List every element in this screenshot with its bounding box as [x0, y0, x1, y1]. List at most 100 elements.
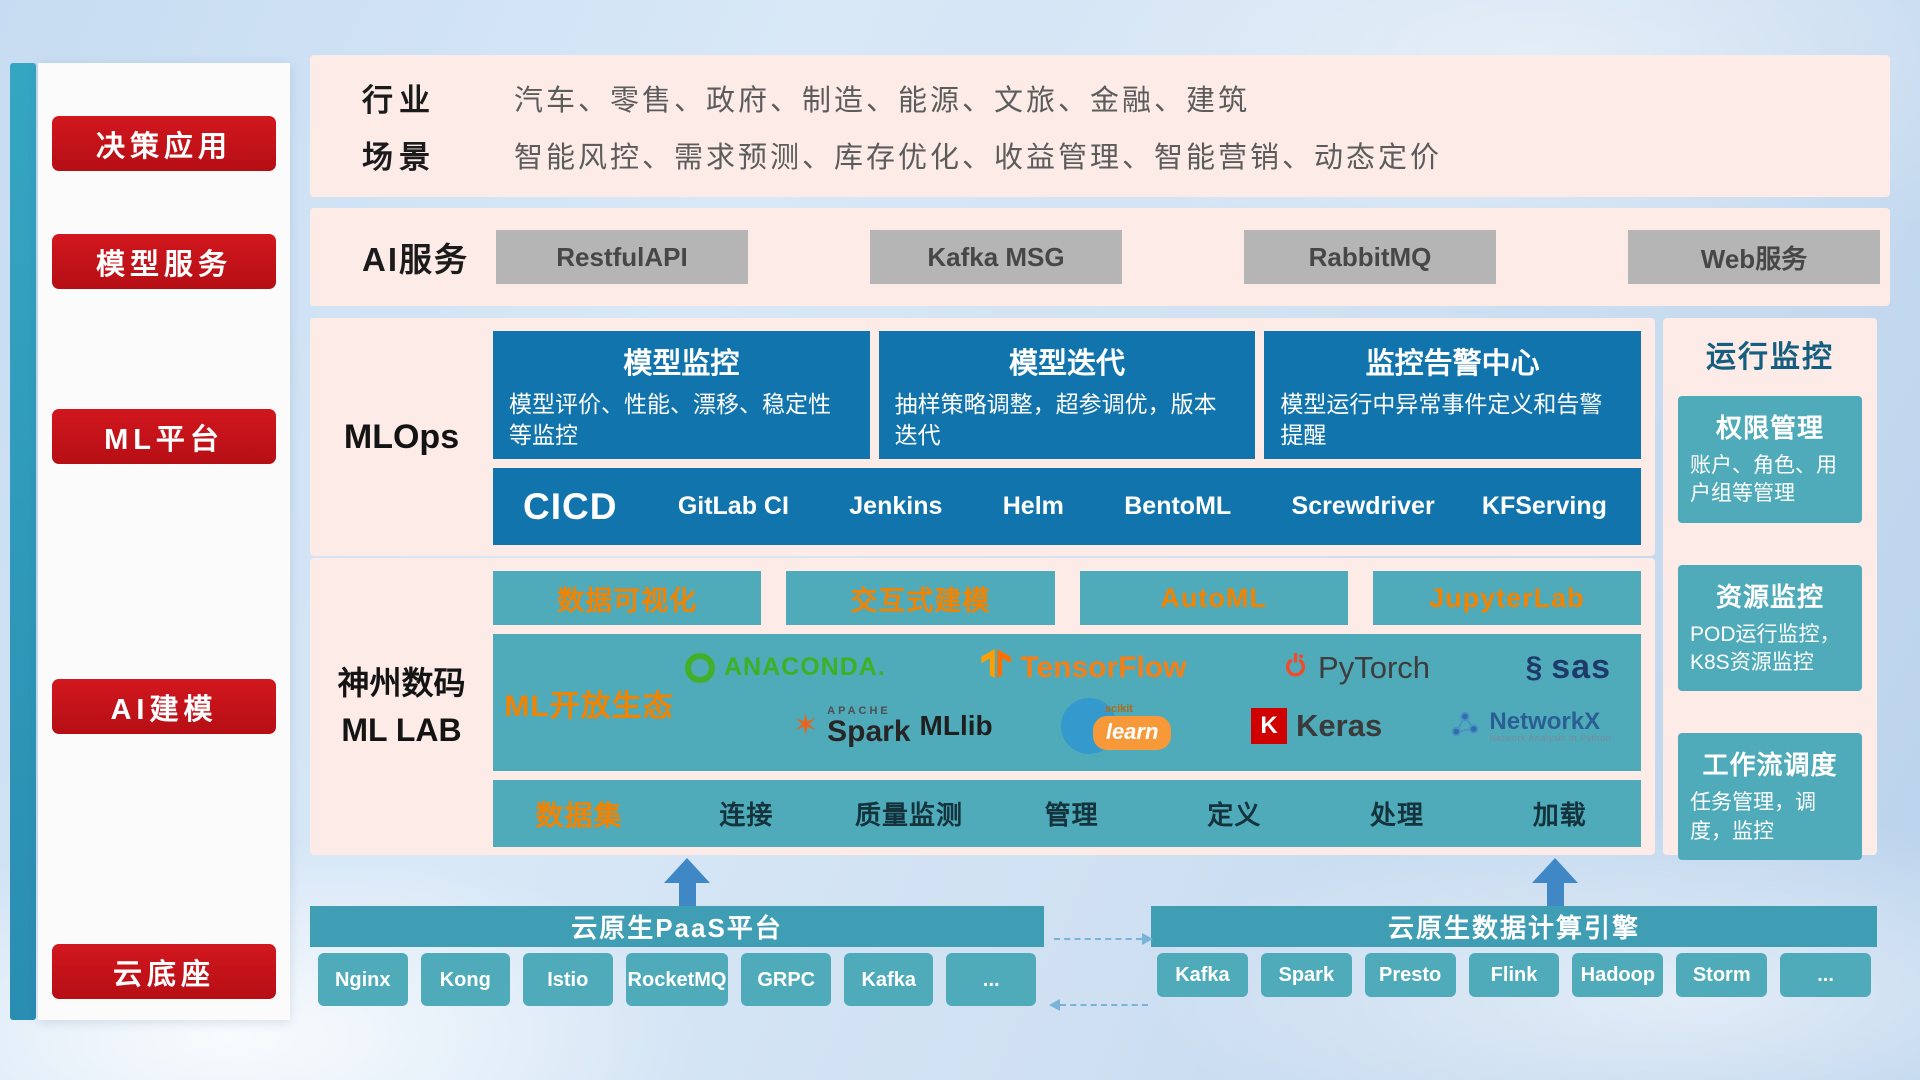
dataset-quality: 质量监测: [855, 800, 964, 830]
networkx-wordmark: NetworkX: [1489, 707, 1601, 735]
operation-monitoring-title: 运行监控: [1706, 341, 1834, 374]
mlops-body: 模型监控 模型评价、性能、漂移、稳定性等监控 模型迭代 抽样策略调整，超参调优，…: [493, 318, 1655, 556]
dataset-label: 数据集: [535, 799, 623, 831]
keras-icon: K: [1251, 708, 1288, 744]
cicd-screwdriver: Screwdriver: [1291, 492, 1435, 521]
chip-nginx: Nginx: [318, 953, 408, 1006]
up-arrow-right: [1532, 858, 1578, 906]
sidebar-item-ml-platform: ML平台: [52, 409, 276, 464]
card-desc: POD运行监控，K8S资源监控: [1690, 622, 1841, 675]
chip-kafka: Kafka: [1157, 953, 1248, 997]
sidebar-item-decision-apps: 决策应用: [52, 116, 276, 171]
card-resource-monitoring: 资源监控 POD运行监控，K8S资源监控: [1678, 564, 1862, 692]
paas-chips: Nginx Kong Istio RocketMQ GRPC Kafka ...: [318, 953, 1036, 1006]
cicd-label: CICD: [523, 485, 618, 527]
layer-sidebar: 决策应用 模型服务 ML平台 AI建模 云底座: [38, 63, 290, 1020]
data-engine-bar: 云原生数据计算引擎: [1151, 906, 1877, 947]
learn-wordmark: learn: [1092, 716, 1172, 750]
card-desc: 抽样策略调整，超参调优，版本迭代: [894, 391, 1217, 449]
chip-grpc: GRPC: [741, 953, 831, 1006]
scenario-list: 智能风控、需求预测、库存优化、收益管理、智能营销、动态定价: [514, 141, 1443, 174]
sidebar-item-model-service: 模型服务: [52, 234, 276, 289]
dataset-define: 定义: [1207, 800, 1262, 830]
tool-automl: AutoML: [1079, 571, 1348, 625]
ml-ecosystem-label: ML开放生态: [504, 689, 674, 723]
operation-monitoring-panel: 运行监控 权限管理 账户、角色、用户组等管理 资源监控 POD运行监控，K8S资…: [1663, 318, 1877, 861]
mllab-label-line2: ML LAB: [341, 711, 462, 748]
keras-wordmark: Keras: [1296, 708, 1383, 743]
spark-star-icon: ✶: [793, 709, 819, 742]
pytorch-icon: [1282, 650, 1309, 686]
keras-logo: K Keras: [1251, 708, 1382, 744]
tensorflow-logo: TensorFlow: [981, 649, 1186, 686]
apache-wordmark: APACHE: [827, 704, 891, 717]
mlops-panel: MLOps 模型监控 模型评价、性能、漂移、稳定性等监控 模型迭代 抽样策略调整…: [310, 318, 1655, 556]
dashed-arrow-left: [1049, 999, 1148, 1011]
cicd-jenkins: Jenkins: [849, 492, 943, 521]
industry-scenario-panel: 行业 汽车、零售、政府、制造、能源、文旅、金融、建筑 场景 智能风控、需求预测、…: [310, 55, 1890, 197]
cicd-gitlab-ci: GitLab CI: [677, 492, 789, 521]
sas-logo: § sas: [1526, 648, 1611, 687]
card-title: 监控告警中心: [1365, 348, 1540, 380]
ml-ecosystem-box: ML开放生态 ANACONDA. TensorFlow: [493, 634, 1641, 771]
dataset-manage: 管理: [1044, 800, 1099, 830]
chip-presto: Presto: [1364, 953, 1456, 997]
mlops-label: MLOps: [343, 417, 460, 456]
chip-spark: Spark: [1260, 953, 1352, 997]
chip-storm: Storm: [1676, 953, 1768, 997]
anaconda-logo: ANACONDA.: [685, 652, 886, 683]
card-model-iteration: 模型迭代 抽样策略调整，超参调优，版本迭代: [878, 331, 1256, 459]
dataset-bar: 数据集 连接 质量监测 管理 定义 处理 加载: [493, 780, 1641, 847]
ai-service-kafka-msg: Kafka MSG: [870, 230, 1122, 284]
tool-interactive-modeling: 交互式建模: [786, 571, 1055, 625]
ml-ecosystem-logos: ANACONDA. TensorFlow PyTor: [685, 634, 1641, 771]
card-title: 权限管理: [1715, 413, 1824, 443]
anaconda-wordmark: ANACONDA.: [724, 653, 886, 681]
ai-service-restfulapi: RestfulAPI: [496, 230, 748, 284]
card-title: 工作流调度: [1702, 750, 1838, 781]
sidebar-item-cloud-base: 云底座: [52, 944, 276, 999]
cicd-bentoml: BentoML: [1124, 492, 1232, 521]
card-title: 模型迭代: [1009, 348, 1126, 380]
networkx-logo: NetworkX Network Analysis in Python: [1450, 707, 1611, 744]
cicd-helm: Helm: [1002, 492, 1064, 521]
left-accent-strip: [10, 63, 36, 1020]
dashed-arrow-right: [1054, 933, 1153, 945]
card-title: 模型监控: [623, 348, 740, 380]
sas-swirl-icon: §: [1525, 650, 1543, 684]
paas-platform-bar: 云原生PaaS平台: [310, 906, 1044, 947]
ai-service-rabbitmq: RabbitMQ: [1244, 230, 1496, 284]
card-title: 资源监控: [1715, 581, 1824, 612]
engine-chips: Kafka Spark Presto Flink Hadoop Storm ..…: [1157, 953, 1872, 997]
chip-istio: Istio: [523, 953, 613, 1006]
card-permission-management: 权限管理 账户、角色、用户组等管理: [1678, 396, 1862, 523]
chip-kong: Kong: [420, 953, 511, 1006]
tensorflow-icon: [981, 649, 1012, 686]
scikit-wordmark: scikit: [1104, 703, 1133, 715]
dataset-connect: 连接: [719, 800, 774, 830]
mllab-body: 数据可视化 交互式建模 AutoML JupyterLab ML开放生态 ANA…: [493, 558, 1655, 855]
dataset-process: 处理: [1370, 800, 1425, 830]
sidebar-item-ai-modeling: AI建模: [52, 679, 276, 734]
dataset-load: 加载: [1532, 800, 1587, 830]
tensorflow-wordmark: TensorFlow: [1020, 650, 1187, 684]
cicd-kfserving: KFServing: [1481, 492, 1607, 521]
cicd-bar: CICD GitLab CI Jenkins Helm BentoML Scre…: [493, 468, 1641, 545]
anaconda-icon: [685, 652, 715, 683]
industry-list: 汽车、零售、政府、制造、能源、文旅、金融、建筑: [514, 84, 1251, 117]
chip-hadoop: Hadoop: [1572, 953, 1664, 997]
sas-wordmark: sas: [1551, 648, 1611, 686]
card-desc: 模型运行中异常事件定义和告警提醒: [1280, 391, 1603, 449]
chip-flink: Flink: [1468, 953, 1560, 997]
chip-more: ...: [946, 953, 1036, 1006]
scikit-learn-logo: scikit learn: [1060, 695, 1183, 757]
chip-kafka: Kafka: [843, 953, 934, 1006]
pytorch-logo: PyTorch: [1282, 650, 1430, 686]
card-desc: 账户、角色、用户组等管理: [1690, 454, 1837, 506]
chip-more: ...: [1780, 953, 1872, 997]
mllib-wordmark: MLlib: [919, 710, 993, 741]
ai-service-label: AI服务: [362, 241, 469, 278]
ai-service-panel: AI服务 RestfulAPI Kafka MSG RabbitMQ Web服务: [310, 208, 1890, 306]
card-desc: 模型评价、性能、漂移、稳定性等监控: [509, 391, 831, 449]
